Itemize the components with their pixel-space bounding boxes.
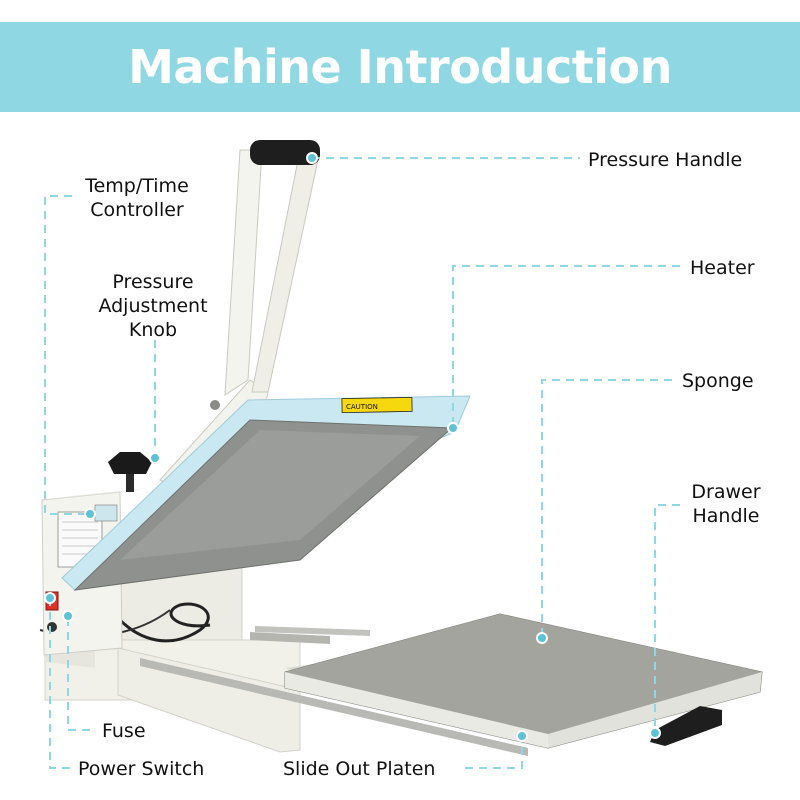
dot-knob <box>149 452 161 464</box>
leader-slide-out-platen <box>465 738 523 769</box>
label-knob-line-3: Knob <box>128 319 178 341</box>
dot-fuse <box>62 610 74 622</box>
label-heater: Heater <box>690 257 755 279</box>
label-slide-out-platen: Slide Out Platen <box>283 758 436 780</box>
controller-display <box>94 504 118 522</box>
label-temp-time-line-2: Controller <box>90 199 184 221</box>
heat-press-machine: CAUTION <box>39 140 763 756</box>
power-cord <box>118 602 211 643</box>
dot-pressure-handle <box>306 152 318 164</box>
caution-sticker <box>341 396 413 414</box>
label-knob-line-1: Pressure <box>112 271 194 293</box>
label-drawer-line-2: Handle <box>692 505 760 527</box>
leader-power-switch <box>49 598 70 769</box>
handle-frame-right <box>251 159 319 393</box>
banner-title: Machine Introduction <box>128 40 672 94</box>
control-box-top <box>42 488 150 500</box>
slide-rail-back-2 <box>255 626 370 636</box>
leader-heater <box>452 265 684 425</box>
handle-frame-left <box>224 149 263 396</box>
slide-rail-back <box>250 632 330 644</box>
label-sponge: Sponge <box>682 370 754 392</box>
knob-shaft <box>126 470 134 492</box>
label-temp-time-controller: Temp/Time Controller <box>72 174 202 222</box>
platen-top <box>285 614 762 734</box>
label-temp-time-line-1: Temp/Time <box>85 175 189 197</box>
label-pressure-adjustment-knob: Pressure Adjustment Knob <box>86 270 220 342</box>
dot-controller <box>84 508 96 520</box>
slide-rail-front <box>140 658 528 756</box>
leader-drawer-handle <box>654 504 680 730</box>
leader-dots <box>44 152 661 742</box>
heating-plate-sheen <box>120 430 420 560</box>
label-drawer-handle: Drawer Handle <box>680 480 772 528</box>
leader-temp-time-controller <box>44 195 86 515</box>
label-knob-line-2: Adjustment <box>98 295 208 317</box>
label-power-switch: Power Switch <box>78 758 205 780</box>
label-fuse: Fuse <box>102 720 146 742</box>
title-banner: Machine Introduction <box>0 22 800 112</box>
dot-power-switch <box>44 592 56 604</box>
caution-sticker-text: CAUTION <box>346 403 378 411</box>
pressure-knob <box>108 452 152 474</box>
label-pressure-handle: Pressure Handle <box>588 149 743 171</box>
dot-slide-out-platen <box>516 730 528 742</box>
leader-sponge <box>541 379 672 636</box>
label-drawer-line-1: Drawer <box>691 481 761 503</box>
fuse-holder <box>47 622 57 632</box>
base-front <box>117 647 301 753</box>
platen-edge <box>285 672 548 748</box>
dot-drawer-handle <box>649 727 661 739</box>
leader-fuse <box>67 618 92 731</box>
drawer-handle <box>650 706 722 746</box>
handle-grip <box>250 140 320 165</box>
leader-lines <box>44 157 684 769</box>
dot-sponge <box>536 632 548 644</box>
pivot-bolt <box>210 400 220 410</box>
dot-heater <box>447 422 459 434</box>
